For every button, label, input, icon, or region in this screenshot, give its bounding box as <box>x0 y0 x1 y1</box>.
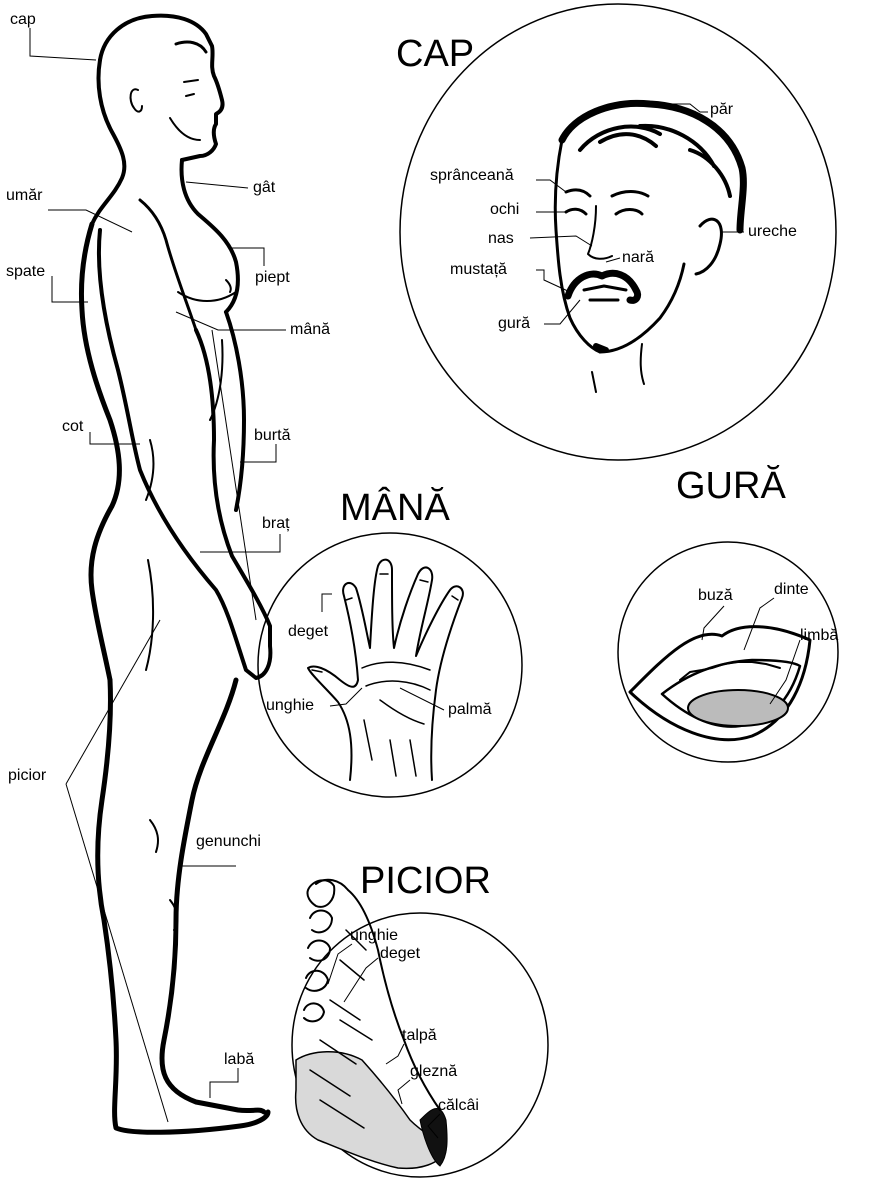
leader-laba <box>210 1068 238 1098</box>
leader-nas <box>530 236 592 246</box>
figure-arm-front <box>140 200 196 330</box>
leader-brat <box>200 534 280 552</box>
face-jaw <box>600 264 684 352</box>
mouth-drawing <box>630 627 810 740</box>
label-gat: gât <box>253 179 276 196</box>
head-panel: CAP păr sprânceană ochi nas nar <box>396 4 836 460</box>
mouth-panel: GURĂ buză dinte limbă <box>618 464 838 762</box>
label-dinte: dinte <box>774 581 809 598</box>
label-glezna: gleznă <box>410 1063 457 1080</box>
face-goatee <box>596 346 606 350</box>
hand-circle <box>258 533 522 797</box>
leader-picior-a <box>66 620 160 784</box>
label-genunchi: genunchi <box>196 833 261 850</box>
leader-deget-foot <box>344 958 378 1002</box>
leader-deget-hand <box>322 594 332 612</box>
label-limba: limbă <box>800 627 838 644</box>
face-left-outline <box>555 140 600 352</box>
face-nose <box>588 206 612 259</box>
label-umar: umăr <box>6 187 43 204</box>
face-mouth <box>584 286 626 300</box>
title-cap: CAP <box>396 33 474 75</box>
leader-cap <box>30 28 96 60</box>
leader-dinte <box>744 598 774 650</box>
figure-ear <box>131 89 142 111</box>
title-gura: GURĂ <box>676 464 786 507</box>
label-ureche: ureche <box>748 223 797 240</box>
hand-panel: MÂNĂ deget unghie palmă <box>258 486 522 797</box>
label-cot: cot <box>62 418 84 435</box>
leader-gura-head <box>544 300 580 324</box>
label-ochi: ochi <box>490 201 519 218</box>
label-cap: cap <box>10 11 36 28</box>
foot-panel: PICIOR unghie deget talpă gleznă călcâi <box>292 860 548 1177</box>
figure-head-outline <box>100 16 223 160</box>
label-burta: burtă <box>254 427 291 444</box>
mouth-circle <box>618 542 838 762</box>
label-mustata: mustață <box>450 261 507 278</box>
leader-palma <box>400 688 444 710</box>
label-nas: nas <box>488 230 514 247</box>
mouth-teeth <box>680 662 780 680</box>
title-mana: MÂNĂ <box>340 486 450 529</box>
mouth-tongue <box>688 690 788 726</box>
body-figure <box>81 16 270 1133</box>
title-picior: PICIOR <box>360 860 491 902</box>
label-brat: braț <box>262 515 290 532</box>
label-palma: palmă <box>448 701 492 718</box>
label-talpa: talpă <box>402 1027 437 1044</box>
label-calcai: călcâi <box>438 1097 479 1114</box>
figure-eye <box>184 80 198 96</box>
leader-burta <box>240 444 276 462</box>
label-par: păr <box>710 101 734 118</box>
figure-forearm-detail <box>146 340 223 500</box>
label-laba: labă <box>224 1051 254 1068</box>
label-nara: nară <box>622 249 654 266</box>
label-buza: buză <box>698 587 733 604</box>
figure-leg-front <box>162 680 264 1112</box>
face-brows <box>566 190 648 196</box>
figure-hair <box>176 42 206 52</box>
label-unghie-hand: unghie <box>266 697 314 714</box>
figure-thigh-detail <box>146 560 153 670</box>
label-deget-foot: deget <box>380 945 421 962</box>
face-ear <box>696 219 721 274</box>
figure-pectoral <box>178 280 236 301</box>
leader-spranceana <box>536 180 566 192</box>
leader-glezna <box>398 1080 410 1104</box>
head-face-drawing <box>555 103 743 392</box>
hand-outline <box>308 560 463 780</box>
label-spate: spate <box>6 263 45 280</box>
figure-back-head <box>92 60 124 224</box>
leader-talpa <box>386 1044 404 1064</box>
label-unghie-foot: unghie <box>350 927 398 944</box>
hand-drawing <box>308 560 463 780</box>
figure-jaw <box>170 118 200 140</box>
leader-mana-b <box>212 330 256 620</box>
label-spranceana: sprânceană <box>430 167 514 184</box>
body-labels: cap gât umăr spate piept mână cot burtă … <box>6 11 330 1068</box>
hand-palm-lines <box>362 662 430 776</box>
label-deget-hand: deget <box>288 623 329 640</box>
label-mana: mână <box>290 321 330 338</box>
hand-finger-details <box>312 574 458 672</box>
leader-gat <box>186 182 248 188</box>
body-leaders <box>30 28 286 1122</box>
label-piept: piept <box>255 269 290 286</box>
figure-knee <box>150 820 177 930</box>
hair-strands <box>580 126 730 196</box>
leader-mustata <box>536 270 570 292</box>
face-eyes <box>566 209 642 214</box>
label-gura-head: gură <box>498 315 530 332</box>
label-picior: picior <box>8 767 47 784</box>
